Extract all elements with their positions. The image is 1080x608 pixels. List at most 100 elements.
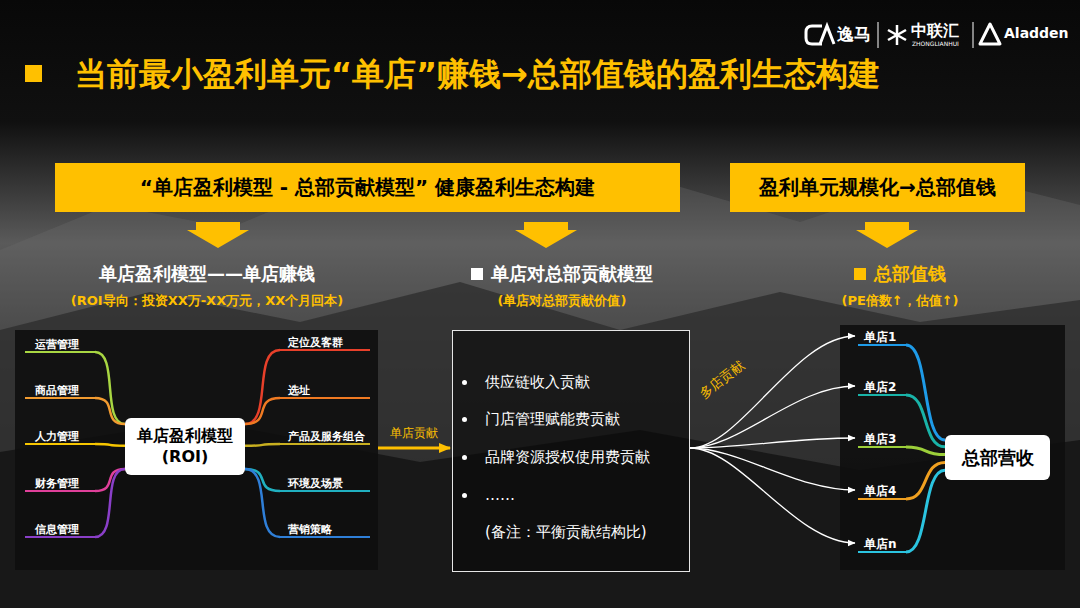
item-text: 单店3 — [864, 430, 896, 448]
headquarters-panel: 总部值钱 (PE倍数↑，估值↑) 单店1 单店2 单店3 单店4 单店n 总部营收 — [832, 262, 1065, 570]
branch-item: 营销策略 — [280, 518, 370, 538]
store-item: 单店1 — [858, 326, 906, 346]
connector — [906, 395, 945, 447]
box-text: 总部营收 — [962, 446, 1034, 469]
header-band: “单店盈利模型 - 总部贡献模型” 健康盈利生态构建 — [55, 163, 680, 212]
model-panel: 单店盈利模型——单店赚钱 (ROI导向：投资XX万-XX万元，XX个月回本) 单店盈… — [15, 262, 378, 570]
mountain-mid — [0, 282, 1080, 608]
bullet-line: …… — [462, 484, 515, 506]
title-square — [25, 65, 42, 82]
panel-heading: 单店盈利模型——单店赚钱 — [99, 262, 315, 286]
branch-item: 人力管理 — [25, 425, 95, 445]
logo-wrap: Aladden — [1004, 25, 1069, 42]
contribution-item: 供应链收入贡献 — [485, 373, 590, 392]
logo-separator — [878, 22, 879, 48]
logo-text: ZHONGLIANHUI — [912, 40, 959, 47]
item-text: 定位及客群 — [288, 334, 343, 352]
connector — [906, 462, 945, 499]
slide-title: 当前最小盈利单元“单店”赚钱→总部值钱的盈利生态构建 — [75, 53, 880, 97]
edge-label-wrap: 单店贡献 — [390, 424, 438, 442]
connector — [690, 438, 855, 448]
panel-subtitle: (PE倍数↑，估值↑) — [841, 292, 958, 310]
logo-aladden-icon — [980, 24, 1000, 44]
branch-item: 信息管理 — [25, 518, 95, 538]
store-item: 单店n — [858, 533, 906, 553]
bullet-line: 供应链收入贡献 — [462, 371, 590, 393]
logo-wrap: 中联汇 — [911, 21, 959, 40]
connector — [95, 444, 125, 446]
band-text: 盈利单元规模化→总部值钱 — [759, 174, 996, 201]
logo-wrap: 逸马 — [837, 24, 871, 44]
connector — [245, 469, 280, 537]
item-text: 财务管理 — [35, 475, 79, 493]
item-text: 信息管理 — [35, 521, 79, 539]
item-text: 环境及场景 — [288, 475, 343, 493]
logo-text: Aladden — [1004, 25, 1069, 42]
panel-heading-wrap: 总部值钱 — [854, 262, 946, 286]
bullet-slot — [462, 484, 485, 506]
square-bullet — [471, 268, 483, 280]
panel-heading: 单店对总部贡献模型 — [491, 262, 653, 286]
title-wrap: 当前最小盈利单元“单店”赚钱→总部值钱的盈利生态构建 — [75, 54, 880, 96]
connector — [378, 447, 450, 450]
edge-label: 多店贡献 — [697, 358, 748, 403]
item-text: 单店2 — [864, 378, 896, 396]
logo-wrap: ZHONGLIANHUI — [912, 40, 959, 47]
bullet-line: (备注：平衡贡献结构比) — [462, 521, 647, 543]
connector — [690, 336, 855, 448]
box-text: 单店盈利模型 (ROI) — [133, 426, 237, 468]
block-arrow — [515, 222, 577, 248]
connector — [245, 350, 280, 424]
branch-item: 环境及场景 — [280, 472, 370, 492]
logo-separator — [973, 22, 974, 48]
square-bullet — [854, 268, 866, 280]
panel-heading-wrap: 单店盈利模型——单店赚钱 — [99, 262, 315, 286]
item-text: 单店4 — [864, 482, 896, 500]
logo-zhonglianhui-icon — [888, 25, 906, 45]
connector — [95, 352, 125, 424]
store-item: 单店4 — [858, 480, 906, 500]
connector — [245, 444, 280, 446]
bullet-line: 品牌资源授权使用费贡献 — [462, 446, 650, 468]
revenue-box: 总部营收 — [945, 435, 1050, 480]
logo-yima-icon — [806, 26, 834, 44]
connector — [690, 448, 855, 543]
store-item: 单店2 — [858, 376, 906, 396]
band-text: “单店盈利模型 - 总部贡献模型” 健康盈利生态构建 — [140, 174, 595, 201]
branch-item: 定位及客群 — [280, 331, 370, 351]
item-text: 单店n — [864, 535, 897, 553]
bullet-line: 门店管理赋能费贡献 — [462, 408, 620, 430]
logo-text: 中联汇 — [911, 21, 959, 40]
connector — [906, 470, 945, 552]
connector — [95, 469, 125, 537]
connector — [95, 469, 125, 491]
edge-label: 单店贡献 — [390, 424, 438, 442]
connector — [245, 469, 280, 491]
panel-heading: 总部值钱 — [874, 262, 946, 286]
item-text: 单店1 — [864, 328, 896, 346]
branch-item: 运营管理 — [25, 333, 95, 353]
panel-subtitle-wrap: (ROI导向：投资XX万-XX万元，XX个月回本) — [71, 292, 343, 310]
center-box: 单店盈利模型 (ROI) — [125, 418, 245, 475]
bullet-slot — [462, 446, 485, 468]
bullet-dot — [462, 417, 467, 422]
bullet-dot — [462, 455, 467, 460]
connector — [906, 447, 945, 455]
connector — [95, 398, 125, 424]
branch-item: 商品管理 — [25, 379, 95, 399]
bullet-slot — [462, 371, 485, 393]
mountain-far — [0, 170, 1080, 608]
block-arrow — [856, 222, 918, 248]
logo-text: 逸马 — [837, 24, 871, 44]
connector — [245, 398, 280, 424]
edge-label-wrap: 多店贡献 — [697, 358, 748, 403]
item-text: 选址 — [288, 382, 310, 400]
branch-item: 财务管理 — [25, 472, 95, 492]
bullet-slot — [462, 408, 485, 430]
panel-subtitle-wrap: (单店对总部贡献价值) — [498, 292, 627, 310]
panel-subtitle-wrap: (PE倍数↑，估值↑) — [841, 292, 958, 310]
item-text: 运营管理 — [35, 336, 79, 354]
contribution-panel: 单店对总部贡献模型 (单店对总部贡献价值) 供应链收入贡献门店管理赋能费贡献品牌资源… — [452, 262, 690, 572]
